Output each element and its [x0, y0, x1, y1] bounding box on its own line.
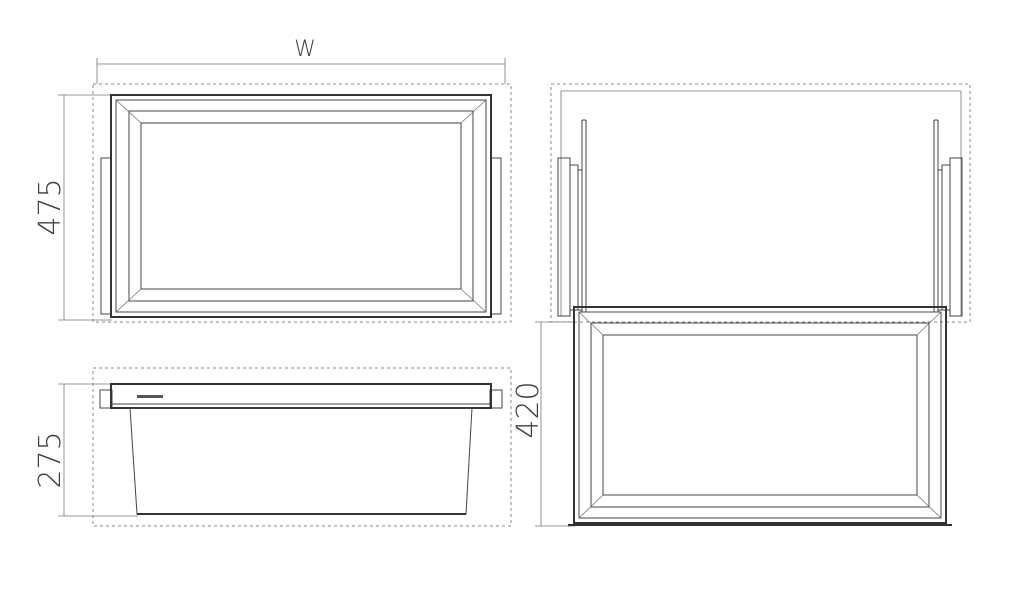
right-slide-inner: [941, 164, 951, 311]
front-basket-body: [129, 407, 473, 515]
top-view: W 475: [33, 37, 512, 323]
brand-mark: [137, 395, 163, 398]
extended-frame-inner-2: [590, 322, 930, 508]
top-frame-outer: [110, 94, 492, 318]
extended-frame-inner-1: [578, 311, 942, 519]
right-slide-outer: [949, 157, 963, 317]
right-runner: [490, 157, 502, 315]
extended-frame-outer: [573, 306, 947, 524]
left-slide-inner: [569, 164, 579, 311]
top-view-cabinet-outline: [92, 83, 512, 323]
extended-view-cabinet-outline: [550, 83, 971, 323]
top-frame-inner-3: [140, 122, 462, 290]
extension-label: 420: [511, 381, 546, 438]
height-label: 275: [33, 431, 68, 488]
left-slide-outer: [557, 157, 571, 317]
front-view: 275: [33, 367, 512, 527]
top-frame-inner-1: [115, 99, 487, 313]
front-view-cabinet-outline: [92, 367, 512, 527]
extended-frame-inner-3: [602, 334, 918, 496]
left-runner: [100, 157, 112, 315]
extended-view: 420: [511, 83, 971, 527]
depth-label: 475: [33, 178, 68, 235]
width-label: W: [294, 37, 316, 62]
top-frame-inner-2: [128, 110, 474, 302]
